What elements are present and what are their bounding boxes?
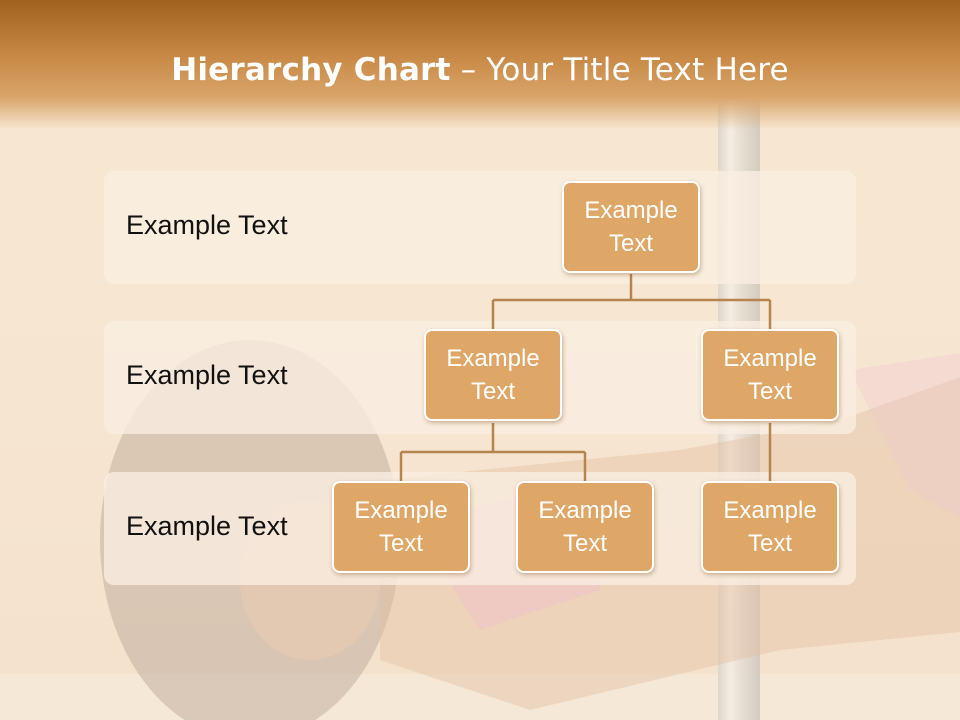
- title-bar: [0, 0, 960, 130]
- page-title: Hierarchy Chart – Your Title Text Here: [0, 52, 960, 88]
- page-title-rest: – Your Title Text Here: [450, 52, 789, 88]
- level-label-2: Example Text: [126, 360, 288, 390]
- level-label-3: Example Text: [126, 511, 288, 541]
- level-band-1: [104, 171, 856, 284]
- page-title-bold: Hierarchy Chart: [171, 52, 451, 88]
- level-label-1: Example Text: [126, 210, 288, 240]
